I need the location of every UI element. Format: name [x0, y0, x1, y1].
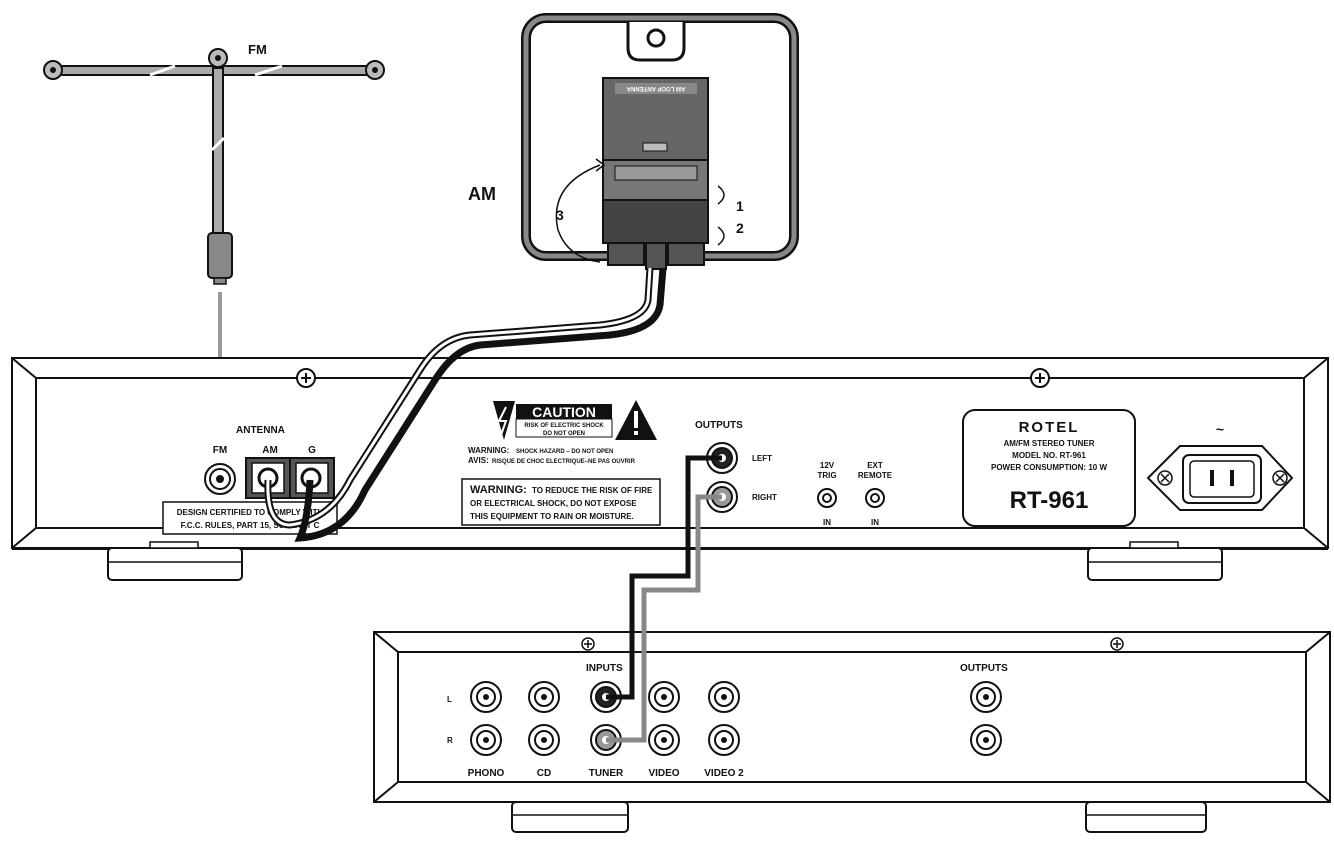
- phono-l-jack[interactable]: [470, 681, 502, 713]
- rating-label: [962, 409, 1136, 527]
- video-l-jack[interactable]: [648, 681, 680, 713]
- warning-prefix: WARNING:: [468, 446, 509, 455]
- video-r-jack[interactable]: [648, 724, 680, 756]
- power-consumption: POWER CONSUMPTION: 10 W: [991, 463, 1107, 472]
- row-r-label: R: [447, 736, 453, 745]
- remote-in-label: IN: [871, 518, 879, 527]
- fm-antenna-jack[interactable]: [204, 463, 236, 495]
- avis-text: RISQUE DE CHOC ELECTRIQUE–NE PAS OUVRIR: [492, 459, 636, 465]
- moisture-warning-line-3: THIS EQUIPMENT TO RAIN OR MOISTURE.: [470, 512, 634, 521]
- trigger-label-1: 12V: [820, 461, 835, 470]
- screw-icon: [1272, 470, 1288, 486]
- fcc-line-2: F.C.C. RULES, PART 15, SUBPART C: [181, 521, 320, 530]
- ac-power-inlet[interactable]: [1146, 445, 1294, 511]
- warning-text: SHOCK HAZARD – DO NOT OPEN: [516, 449, 613, 455]
- phono-r-jack[interactable]: [470, 724, 502, 756]
- antenna-section-label: ANTENNA: [236, 425, 285, 436]
- product-description: AM/FM STEREO TUNER: [1003, 439, 1094, 448]
- avis-prefix: AVIS:: [468, 456, 489, 465]
- ext-remote-jack[interactable]: [865, 488, 885, 508]
- model-number: MODEL NO. RT-961: [1012, 451, 1086, 460]
- fcc-line-1: DESIGN CERTIFIED TO COMPLY WITH: [177, 508, 324, 517]
- ac-symbol: ~: [1216, 421, 1224, 437]
- tuner-outputs-label: OUTPUTS: [695, 420, 743, 431]
- moisture-warning-line-1: TO REDUCE THE RISK OF FIRE: [532, 486, 653, 495]
- video2-r-jack[interactable]: [708, 724, 740, 756]
- am-terminal-label: AM: [262, 445, 278, 456]
- am-step-1: 1: [736, 198, 744, 214]
- right-output-label: RIGHT: [752, 493, 777, 502]
- cd-r-jack[interactable]: [528, 724, 560, 756]
- left-output-label: LEFT: [752, 454, 772, 463]
- trigger-in-label: IN: [823, 518, 831, 527]
- tuner-foot-right: [1087, 541, 1223, 581]
- remote-label-1: EXT: [867, 461, 883, 470]
- fm-antenna-label: FM: [248, 42, 267, 57]
- left-audio-cable: [606, 455, 722, 700]
- audio-cables: [606, 455, 722, 743]
- output-l-jack[interactable]: [970, 681, 1002, 713]
- caution-line-1: RISK OF ELECTRIC SHOCK: [524, 423, 604, 429]
- am-antenna: AM LOOP ANTENNA 3 1 2 AM: [468, 13, 799, 270]
- input-label-video2: VIDEO 2: [704, 768, 744, 779]
- caution-title: CAUTION: [532, 404, 596, 420]
- screw-icon: [1030, 368, 1050, 388]
- fm-terminal-label: FM: [213, 445, 227, 456]
- input-label-video: VIDEO: [648, 768, 679, 779]
- row-l-label: L: [447, 695, 452, 704]
- am-clip-label: AM LOOP ANTENNA: [626, 85, 685, 91]
- moisture-warning-box: [461, 478, 661, 526]
- screw-icon: [1110, 637, 1124, 651]
- input-label-cd: CD: [537, 768, 551, 779]
- brand-logo: ROTEL: [1019, 419, 1080, 436]
- moisture-warning-line-2: OR ELECTRICAL SHOCK, DO NOT EXPOSE: [470, 499, 637, 508]
- tuner-rear-panel: ANTENNA FM AM G DESIGN CERTIFIED TO COMP…: [11, 357, 1329, 581]
- am-step-2: 2: [736, 220, 744, 236]
- amplifier-rear-panel: INPUTS OUTPUTS L R PHONO CD TUNER VIDEO …: [373, 631, 1331, 833]
- screw-icon: [1157, 470, 1173, 486]
- model-name: RT-961: [1010, 487, 1089, 514]
- caution-line-2: DO NOT OPEN: [543, 431, 585, 437]
- g-terminal-label: G: [308, 445, 316, 456]
- input-label-phono: PHONO: [468, 768, 505, 779]
- right-audio-cable: [606, 494, 722, 743]
- moisture-warning-prefix: WARNING:: [470, 484, 527, 496]
- tuner-foot-left: [107, 541, 243, 581]
- amp-foot-left: [511, 801, 629, 833]
- amp-foot-right: [1085, 801, 1207, 833]
- input-label-tuner: TUNER: [589, 768, 624, 779]
- caution-label: CAUTION RISK OF ELECTRIC SHOCK DO NOT OP…: [468, 400, 657, 465]
- screw-icon: [296, 368, 316, 388]
- cd-l-jack[interactable]: [528, 681, 560, 713]
- amp-outputs-label: OUTPUTS: [960, 663, 1008, 674]
- am-step-3: 3: [556, 207, 564, 223]
- screw-icon: [581, 637, 595, 651]
- remote-label-2: REMOTE: [858, 471, 893, 480]
- fm-plug: [207, 232, 233, 279]
- fm-antenna: FM: [43, 42, 385, 428]
- amp-inputs-label: INPUTS: [586, 663, 623, 674]
- trigger-label-2: TRIG: [817, 471, 836, 480]
- trigger-jack[interactable]: [817, 488, 837, 508]
- video2-l-jack[interactable]: [708, 681, 740, 713]
- am-antenna-label: AM: [468, 184, 496, 204]
- output-r-jack[interactable]: [970, 724, 1002, 756]
- am-antenna-wires: [264, 267, 667, 542]
